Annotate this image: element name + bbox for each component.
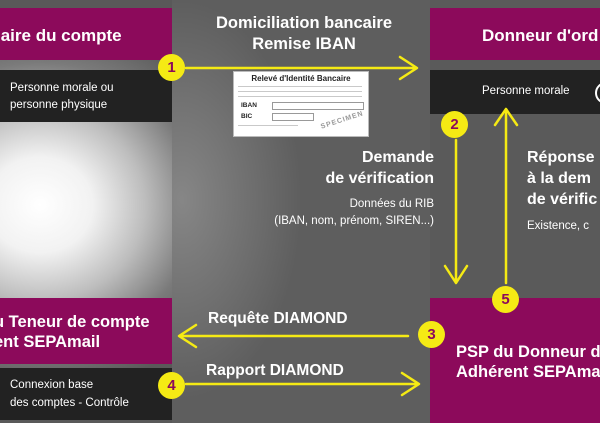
- existence-label: Existence, c: [527, 220, 589, 232]
- teneur-title-2: ent SEPAmail: [0, 333, 101, 351]
- center-column-light: [172, 0, 430, 423]
- rib-iban-label: IBAN: [241, 102, 257, 109]
- teneur-detail-2: des comptes - Contrôle: [10, 397, 129, 409]
- arrow-domiciliation: [184, 55, 419, 81]
- requete-label: Requête DIAMOND: [208, 310, 348, 327]
- rib-bic-field: [272, 113, 314, 121]
- teneur-box: u Teneur de compte ent SEPAmail: [0, 298, 172, 364]
- rib-grid-line: [238, 91, 362, 92]
- rib-grid-line: [238, 96, 362, 97]
- step-4-badge: 4: [158, 372, 185, 399]
- psp-title-2: Adhérent SEPAma: [456, 363, 600, 381]
- arrow-requete: [177, 323, 410, 349]
- step-1-badge: 1: [158, 54, 185, 81]
- titulaire-box: laire du compte: [0, 8, 172, 60]
- donnees-label: Données du RIB(IBAN, nom, prénom, SIREN.…: [274, 198, 434, 227]
- titulaire-detail-2: personne physique: [10, 99, 108, 111]
- arrow-reponse: [493, 107, 519, 285]
- teneur-title-1: u Teneur de compte: [0, 313, 150, 331]
- rib-card: Relevé d'Identité Bancaire IBAN BIC SPEC…: [233, 71, 369, 137]
- arrow-demande: [443, 138, 469, 285]
- step-3-badge: 3: [418, 321, 445, 348]
- center-column: [172, 0, 430, 423]
- teneur-detail-box: Connexion base des comptes - Contrôle: [0, 368, 172, 420]
- psp-title-1: PSP du Donneur d: [456, 343, 600, 361]
- rib-iban-field: [272, 102, 364, 110]
- arrow-rapport: [184, 371, 421, 397]
- titulaire-detail-1: Personne morale ou: [10, 82, 114, 94]
- step-5-badge: 5: [492, 286, 519, 313]
- rib-bic-label: BIC: [241, 113, 253, 120]
- titulaire-title: laire du compte: [0, 26, 122, 45]
- donneur-title: Donneur d'ord: [482, 26, 599, 45]
- donneur-detail: Personne morale: [482, 85, 570, 97]
- rib-grid-line: [238, 125, 298, 126]
- donneur-box: Donneur d'ord: [430, 8, 600, 60]
- rapport-label: Rapport DIAMOND: [206, 362, 344, 379]
- titulaire-detail-box: Personne morale ou personne physique: [0, 70, 172, 122]
- rib-specimen-stamp: SPECIMEN: [320, 110, 365, 131]
- step-2-badge: 2: [441, 111, 468, 138]
- donneur-detail-box: Personne morale: [430, 70, 600, 114]
- rib-grid-line: [238, 86, 362, 87]
- teneur-detail-1: Connexion base: [10, 379, 94, 391]
- rib-card-title: Relevé d'Identité Bancaire: [251, 74, 351, 83]
- psp-box: PSP du Donneur d Adhérent SEPAma: [430, 298, 600, 423]
